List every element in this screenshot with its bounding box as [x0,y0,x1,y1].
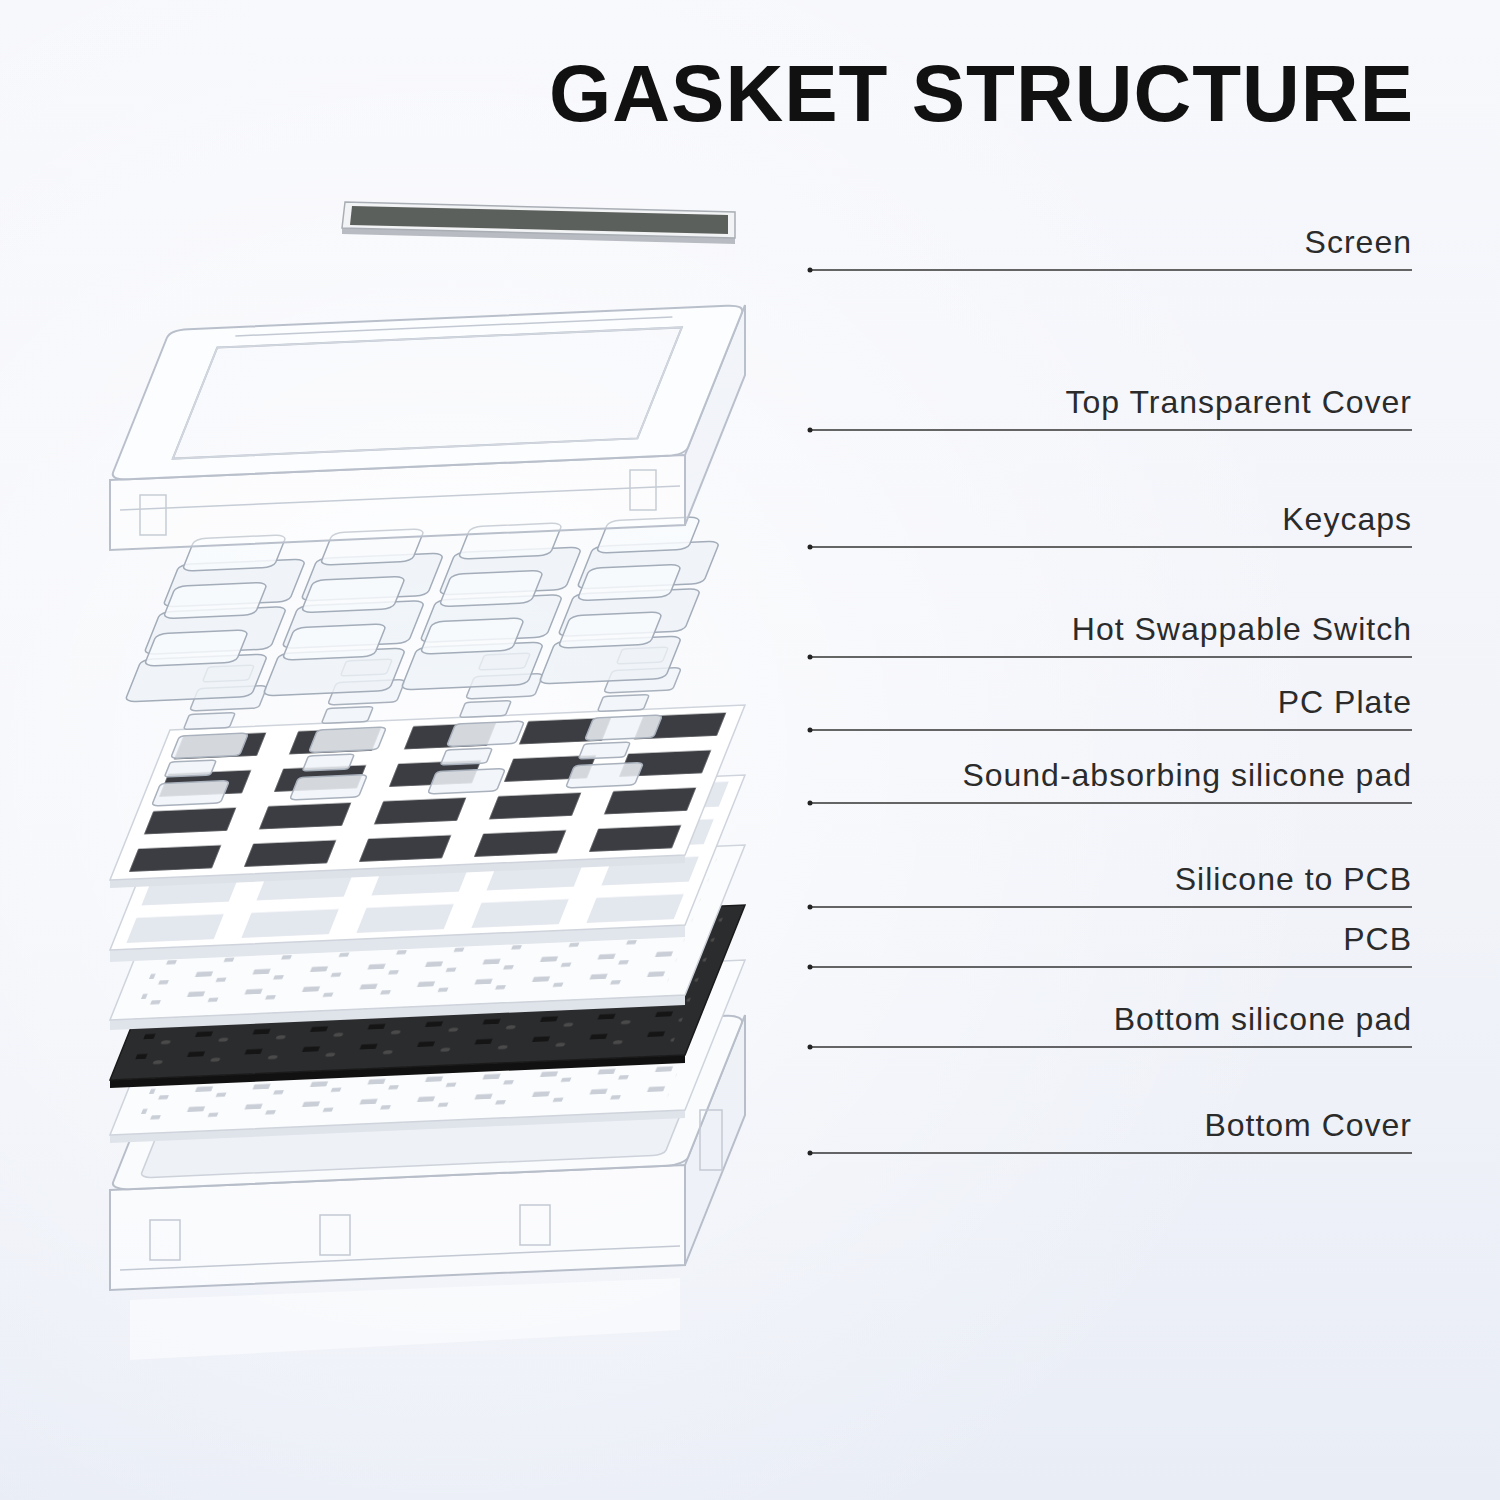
switch-stem [440,748,492,765]
cover-clip [150,1220,180,1260]
plate-slots [110,705,745,880]
cover-edge [120,1246,680,1270]
cover-opening [173,327,682,458]
leader-line [810,429,1412,431]
leader-dot [808,268,813,273]
leader-line [810,802,1412,804]
leader-dot [808,1151,813,1156]
screen-display [350,206,728,234]
cover-clip [140,495,166,535]
part-label: Hot Swappable Switch [1072,613,1412,645]
screen [342,202,735,244]
cover-details [120,470,680,535]
leader-lines [810,270,1412,1153]
switch-stem [183,713,235,730]
keycap-top [439,570,544,607]
screen-frame [342,202,735,238]
switch-stem [164,760,216,777]
leader-line [810,906,1412,908]
plate-body [110,705,745,880]
leader-dot [808,1045,813,1050]
leader-dot [808,655,813,660]
leader-line [810,269,1412,271]
part-label: Bottom silicone pad [1114,1003,1412,1035]
leader-line [810,729,1412,731]
part-label: PCB [1343,923,1412,955]
switch-base [309,727,387,753]
switch-stem [597,695,649,712]
switch-base [428,769,506,795]
part-label: Silicone to PCB [1175,863,1412,895]
part-label: PC Plate [1278,686,1412,718]
part-label: Keycaps [1282,503,1412,535]
keycap-top [420,618,525,655]
cover-clip [700,1110,722,1170]
keycap-top [282,624,387,661]
cover-frame [110,305,745,480]
switch-stem [321,707,373,724]
reflection [130,1278,680,1360]
keycap-top [301,576,406,613]
part-label: Bottom Cover [1204,1109,1412,1141]
leader-dot [808,965,813,970]
keycap-top [163,582,268,619]
part-label: Top Transparent Cover [1066,386,1413,418]
top-cover [110,305,745,550]
part-label: Screen [1305,226,1412,258]
leader-line [810,656,1412,658]
switch-base [152,781,230,807]
switch-stem [578,742,630,759]
switch-stem [302,754,354,771]
switch-base [585,715,663,741]
keycap-top [144,630,249,667]
switch-stem [459,701,511,718]
cover-edge [120,486,680,510]
pc-plate [110,705,745,888]
part-label: Sound-absorbing silicone pad [962,759,1412,791]
switch-base [171,733,249,759]
leader-dots [808,268,813,1156]
page-title: GASKET STRUCTURE [549,54,1414,134]
leader-dot [808,801,813,806]
leader-line [810,1046,1412,1048]
cover-clip [630,470,656,510]
leader-dot [808,728,813,733]
switch-base [447,721,525,747]
leader-dot [808,428,813,433]
keycap-top [577,564,682,601]
switch-base [290,775,368,801]
leader-line [810,1152,1412,1154]
leader-dot [808,905,813,910]
leader-dot [808,545,813,550]
cover-clip [520,1205,550,1245]
cover-clip [320,1215,350,1255]
switch-base [566,763,644,789]
keycap-top [558,612,663,649]
leader-line [810,546,1412,548]
leader-line [810,966,1412,968]
screen-slot [235,317,672,336]
